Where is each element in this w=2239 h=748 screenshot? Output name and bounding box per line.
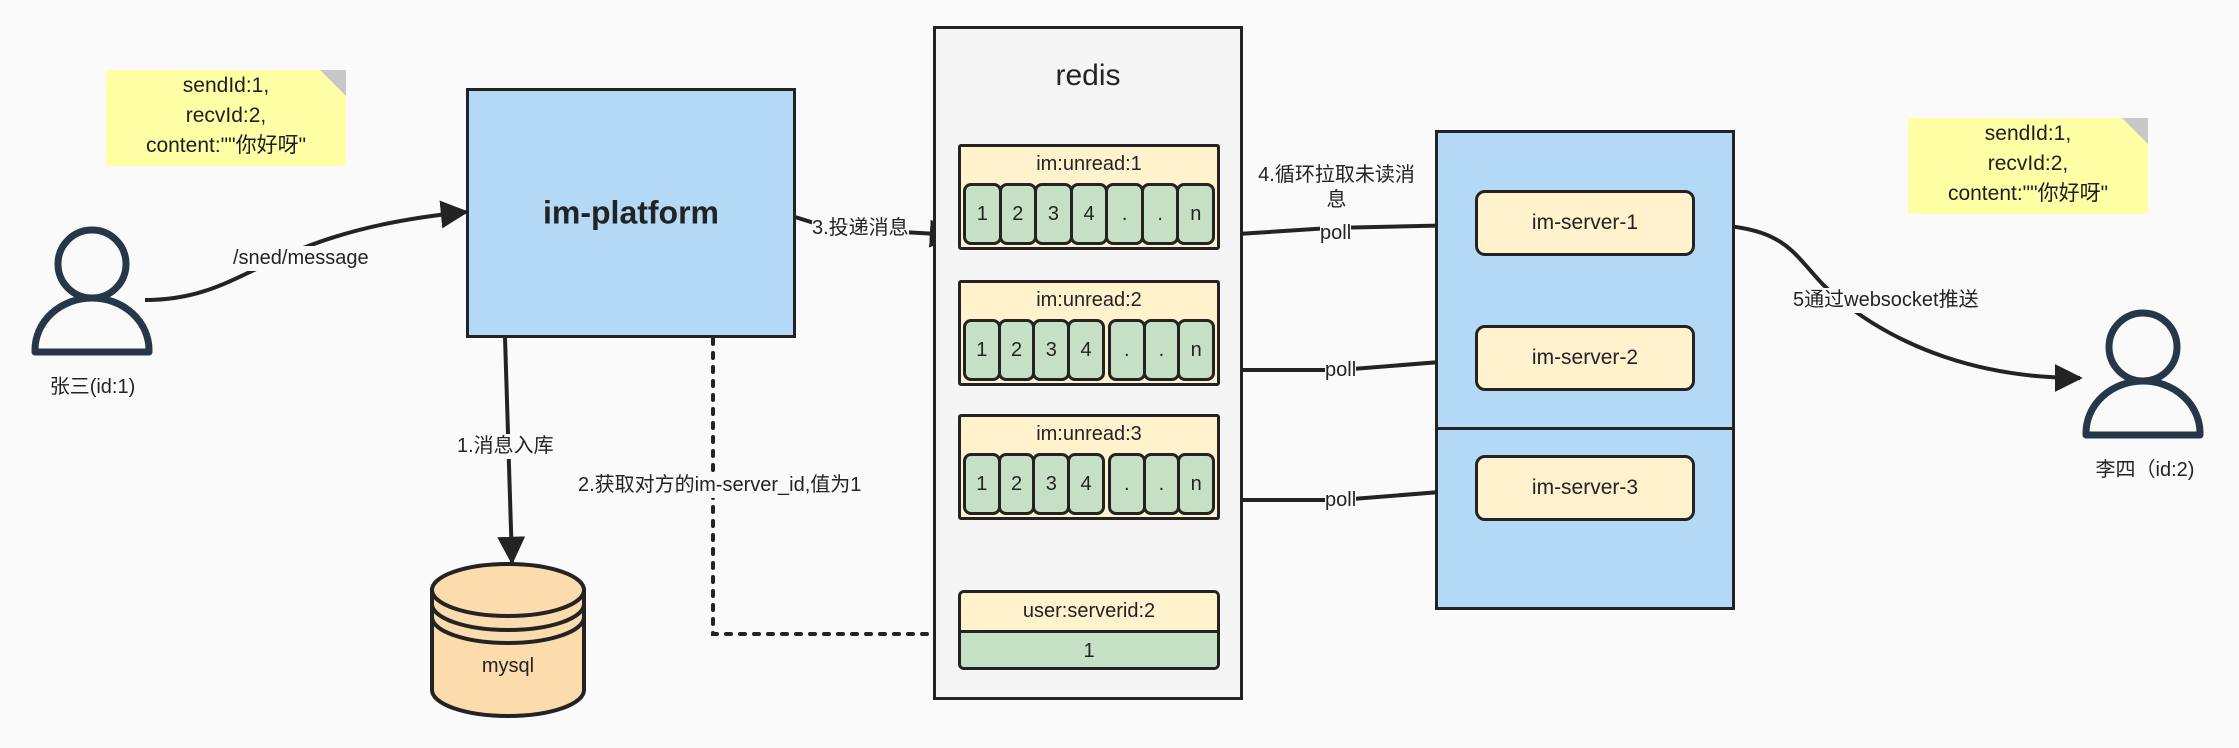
queue-cells: 1 2 3 4 . . n bbox=[961, 319, 1217, 383]
edge-label-step4: 4.循环拉取未读消息 bbox=[1254, 163, 1419, 213]
mysql-label: mysql bbox=[481, 655, 535, 677]
redis-queue-im-unread-3[interactable]: im:unread:3 1 2 3 4 . . n bbox=[958, 414, 1220, 520]
queue-key-label: im:unread:1 bbox=[961, 147, 1217, 181]
queue-cell[interactable]: 3 bbox=[1034, 183, 1073, 245]
im-server-3-box-front[interactable]: im-server-3 bbox=[1475, 455, 1695, 521]
redis-queue-im-unread-1[interactable]: im:unread:1 1 2 3 4 . . n bbox=[958, 144, 1220, 250]
database-cylinder-icon bbox=[430, 562, 586, 718]
queue-cell[interactable]: 4 bbox=[1067, 453, 1105, 515]
person-icon-sender bbox=[31, 226, 153, 356]
queue-cells: 1 2 3 4 . . n bbox=[961, 453, 1217, 517]
edge-label-poll-3: poll bbox=[1325, 488, 1357, 513]
note-fold-corner-right bbox=[2122, 118, 2148, 144]
edge-label-poll-2: poll bbox=[1325, 358, 1357, 383]
note-right-line-2: recvId:2, bbox=[1987, 152, 2069, 176]
note-right-line-3: content:""你好呀" bbox=[1947, 181, 2109, 205]
queue-cell[interactable]: . bbox=[1107, 453, 1146, 515]
im-platform-label: im-platform bbox=[543, 194, 719, 231]
queue-cell[interactable]: 4 bbox=[1069, 183, 1109, 245]
queue-cell[interactable]: 4 bbox=[1067, 319, 1105, 381]
edge-label-step1: 1.消息入库 bbox=[457, 434, 554, 459]
queue-cell[interactable]: . bbox=[1142, 319, 1181, 381]
queue-key-label: im:unread:3 bbox=[961, 417, 1217, 451]
actor-label-sender: 张三(id:1) bbox=[49, 376, 136, 398]
edge-label-step3: 3.投递消息 bbox=[812, 216, 909, 241]
queue-cell[interactable]: 2 bbox=[997, 319, 1036, 381]
redis-title: redis bbox=[1055, 59, 1121, 92]
note-right: sendId:1, recvId:2, content:""你好呀" bbox=[1908, 118, 2148, 214]
edge-label-step5: 5通过websocket推送 bbox=[1793, 288, 1979, 313]
queue-cell[interactable]: n bbox=[1177, 453, 1216, 515]
note-right-line-1: sendId:1, bbox=[1984, 122, 2072, 146]
queue-cells: 1 2 3 4 . . n bbox=[961, 183, 1217, 247]
actor-label-receiver: 李四（id:2) bbox=[2095, 459, 2195, 481]
queue-cell[interactable]: . bbox=[1140, 183, 1180, 245]
queue-cell[interactable]: . bbox=[1105, 183, 1144, 245]
queue-cell[interactable]: 1 bbox=[963, 183, 1002, 245]
edge-label-poll-1: poll bbox=[1320, 221, 1352, 246]
redis-queue-im-unread-2[interactable]: im:unread:2 1 2 3 4 . . n bbox=[958, 280, 1220, 386]
queue-cell[interactable]: 3 bbox=[1032, 319, 1071, 381]
queue-cell[interactable]: n bbox=[1176, 183, 1216, 245]
queue-cell[interactable]: 3 bbox=[1032, 453, 1071, 515]
note-left-line-3: content:""你好呀" bbox=[145, 133, 307, 157]
edge-label-step2: 2.获取对方的im-server_id,值为1 bbox=[578, 473, 862, 498]
kv-key-label: user:serverid:2 bbox=[961, 593, 1217, 633]
note-fold-corner bbox=[320, 70, 346, 96]
im-server-2-box[interactable]: im-server-2 bbox=[1475, 325, 1695, 391]
queue-cell[interactable]: 2 bbox=[997, 453, 1036, 515]
queue-cell[interactable]: . bbox=[1142, 453, 1181, 515]
redis-kv-user-serverid[interactable]: user:serverid:2 1 bbox=[958, 590, 1220, 670]
queue-cell[interactable]: n bbox=[1177, 319, 1216, 381]
note-left: sendId:1, recvId:2, content:""你好呀" bbox=[106, 70, 346, 166]
queue-cell[interactable]: . bbox=[1107, 319, 1146, 381]
im-platform-box[interactable]: im-platform bbox=[466, 88, 796, 338]
queue-cell[interactable]: 2 bbox=[998, 183, 1038, 245]
queue-key-label: im:unread:2 bbox=[961, 283, 1217, 317]
note-left-line-1: sendId:1, bbox=[182, 74, 270, 98]
kv-value-label: 1 bbox=[961, 633, 1217, 667]
person-icon-receiver bbox=[2082, 309, 2204, 439]
note-left-line-2: recvId:2, bbox=[185, 104, 267, 128]
im-server-1-box[interactable]: im-server-1 bbox=[1475, 190, 1695, 256]
queue-cell[interactable]: 1 bbox=[963, 453, 1001, 515]
queue-cell[interactable]: 1 bbox=[963, 319, 1001, 381]
edge-label-send-message: /sned/message bbox=[233, 246, 369, 271]
